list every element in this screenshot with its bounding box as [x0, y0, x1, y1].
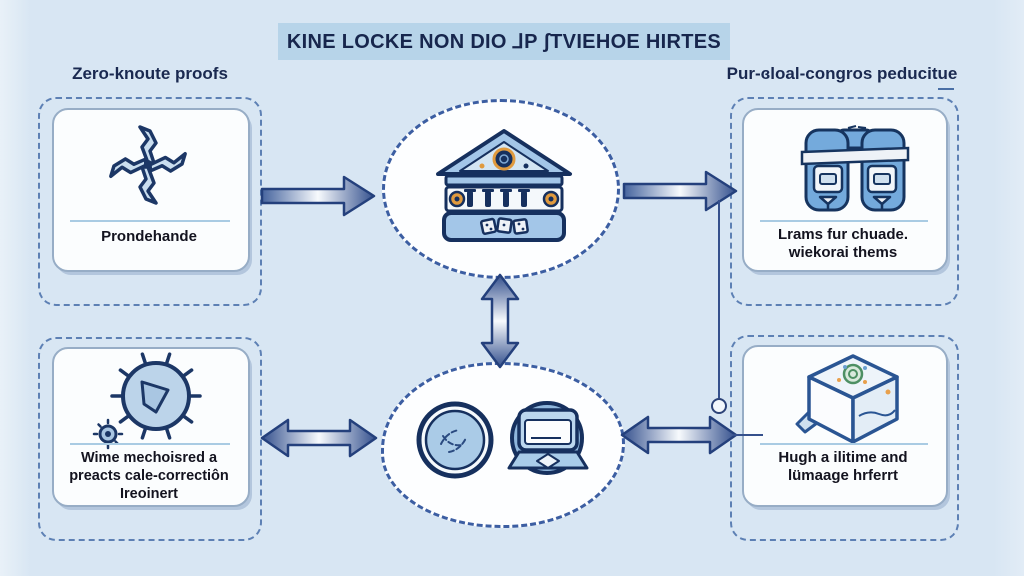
label-line: Hugh a ilitime and [778, 449, 908, 466]
label-line: wiekorai thems [788, 244, 898, 261]
header-underline-mark [938, 88, 954, 90]
arrow-center-vertical [480, 273, 520, 369]
bottom-left-divider [70, 443, 230, 445]
label-line: Lrams fur chuade. [777, 226, 909, 243]
arrow-bottom-right-double [620, 415, 738, 455]
laptop-icon [507, 401, 589, 475]
cube-magnifier-icon [795, 354, 899, 444]
right-connector-stub [733, 434, 763, 436]
top-left-divider [70, 220, 230, 222]
arrow-top-left-to-center [260, 175, 376, 217]
arrow-center-to-top-right [622, 170, 738, 212]
bottom-right-label: Hugh a ilitime and lümaage hrferrt [742, 449, 944, 485]
label-line: lümaage hrferrt [787, 467, 899, 484]
top-right-divider [760, 220, 928, 222]
top-right-label: Lrams fur chuade. wiekorai thems [742, 226, 944, 262]
bottom-left-label: Wime mechoisred a preacts cale-correctiô… [46, 449, 252, 503]
right-column-header: Pur-ɞloal-congros peducitue [726, 64, 958, 83]
diagram-title: KINE LOCKE NON DIO ⅃P ʃTVIEHOE HIRTES [278, 23, 730, 60]
pinwheel-icon [109, 125, 187, 205]
arrow-bottom-left-double [260, 418, 378, 458]
right-connector-line [718, 200, 720, 398]
label-line: Ireoinert [119, 486, 178, 502]
label-line: Wime mechoisred a [80, 450, 218, 466]
left-column-header: Zero-knoute proofs [72, 64, 228, 83]
label-line: Prondehande [101, 228, 197, 245]
virus-icon [92, 352, 202, 450]
bottom-left-dashed-box [38, 337, 262, 541]
bottom-right-divider [760, 443, 928, 445]
right-connector-circle [711, 398, 727, 414]
label-line: preacts cale-correctiôn [69, 468, 229, 484]
binoculars-icon [800, 125, 910, 212]
top-left-label: Prondehande [52, 228, 246, 246]
bank-building-icon [436, 129, 572, 242]
top-right-dashed-box [730, 97, 959, 306]
coin-icon [416, 401, 494, 479]
